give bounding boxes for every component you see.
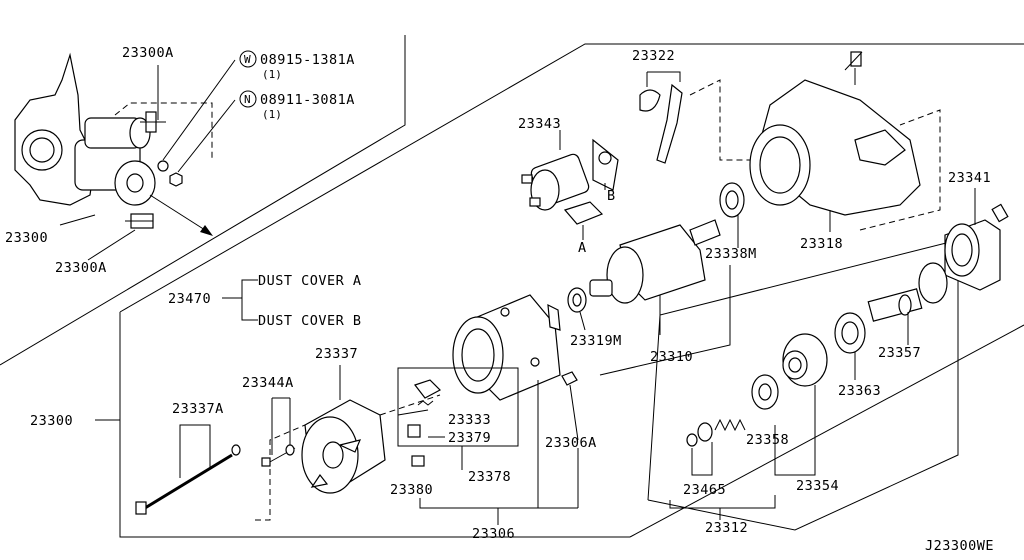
dust-cover-bracket — [222, 279, 258, 321]
label-23357: 23357 — [878, 345, 921, 361]
label-n-mark: N — [244, 93, 251, 106]
engine-starter-illustration — [14, 52, 236, 261]
label-23379: 23379 — [448, 430, 491, 446]
label-23343: 23343 — [518, 116, 561, 132]
part-23378-brush-set — [397, 367, 519, 470]
label-23341: 23341 — [948, 170, 991, 186]
diagram-frame — [0, 35, 1024, 538]
label-23470: 23470 — [168, 291, 211, 307]
label-23306A: 23306A — [545, 435, 597, 451]
label-23378: 23378 — [468, 469, 511, 485]
label-23300A-bottom: 23300A — [55, 260, 107, 276]
part-23358-bearing — [751, 374, 779, 410]
part-23322-clips — [639, 71, 760, 164]
label-n-qty: (1) — [262, 108, 282, 121]
label-23338M: 23338M — [705, 246, 757, 262]
part-23465-spring-set — [686, 418, 746, 476]
label-dust-cover-a: DUST COVER A — [258, 273, 362, 289]
label-23318: 23318 — [800, 236, 843, 252]
label-23344A: 23344A — [242, 375, 294, 391]
part-23337A-through-bolt — [135, 424, 241, 515]
label-w-qty: (1) — [262, 68, 282, 81]
label-23337: 23337 — [315, 346, 358, 362]
assembly-23312-bracket — [669, 495, 776, 520]
part-23319M-bearing — [567, 287, 587, 331]
n-mark-circle — [239, 90, 257, 108]
part-23338M-bearing — [719, 182, 745, 248]
label-23380: 23380 — [390, 482, 433, 498]
label-23310: 23310 — [650, 349, 693, 365]
label-23465: 23465 — [683, 482, 726, 498]
label-23322: 23322 — [632, 48, 675, 64]
w-mark-circle — [239, 50, 257, 68]
part-23344A-screws — [261, 397, 296, 467]
label-23333: 23333 — [448, 412, 491, 428]
label-n-part-code: 08911-3081A — [260, 92, 355, 108]
diagram-code: J23300WE — [925, 538, 994, 554]
label-dust-cover-b: DUST COVER B — [258, 313, 362, 329]
assembly-23306-bracket — [419, 380, 579, 525]
label-w-part-code: 08915-1381A — [260, 52, 355, 68]
part-23337-rear-cover — [255, 365, 441, 521]
part-23341-cover — [944, 188, 1009, 291]
label-mark-B: B — [607, 188, 616, 204]
label-23358: 23358 — [746, 432, 789, 448]
part-23310-armature — [589, 219, 731, 376]
label-23300-main: 23300 — [30, 413, 73, 429]
label-23363: 23363 — [838, 383, 881, 399]
label-23306: 23306 — [472, 526, 515, 542]
part-23306A-screw — [561, 371, 579, 441]
label-23300A-top: 23300A — [122, 45, 174, 61]
part-23363-bearing — [834, 312, 866, 380]
part-yoke — [452, 294, 561, 401]
label-23312: 23312 — [705, 520, 748, 536]
label-23354: 23354 — [796, 478, 839, 494]
label-23300-left: 23300 — [5, 230, 48, 246]
part-23343-solenoid — [521, 130, 619, 240]
label-23319M: 23319M — [570, 333, 622, 349]
label-w-mark: W — [244, 53, 251, 66]
part-labels: 23300A W 08915-1381A (1) N 08911-3081A (… — [5, 45, 994, 554]
part-23354-clutch-gear — [774, 333, 828, 476]
part-23357-pinion-shaft — [867, 262, 948, 345]
label-23337A: 23337A — [172, 401, 224, 417]
label-mark-A: A — [578, 240, 587, 256]
part-23318-front-housing — [749, 51, 941, 232]
